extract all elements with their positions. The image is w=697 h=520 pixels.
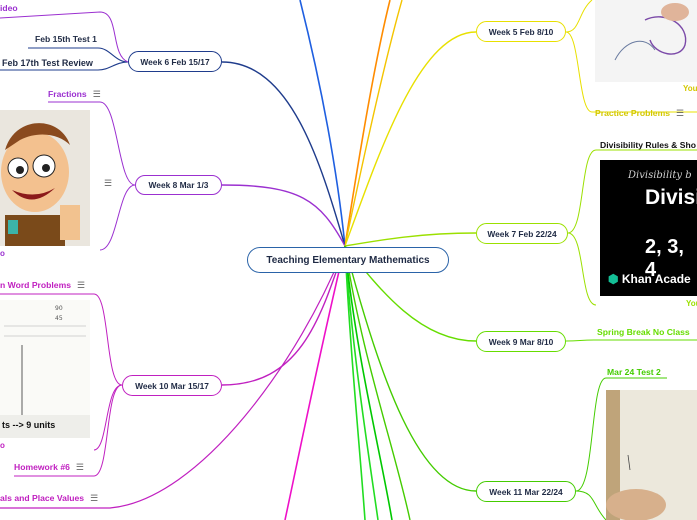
menu-icon[interactable]: ☰: [92, 89, 101, 99]
week10-label: Week 10 Mar 15/17: [135, 380, 209, 391]
menu-icon[interactable]: ☰: [90, 493, 99, 503]
branch-blue: [299, 0, 346, 247]
central-topic-label: Teaching Elementary Mathematics: [266, 254, 430, 266]
branch-green-c: [344, 245, 393, 520]
branch-week5: [344, 31, 477, 247]
central-topic[interactable]: Teaching Elementary Mathematics: [247, 247, 449, 273]
week7-youtube-caption: You: [686, 299, 697, 308]
leaf-practice-problems[interactable]: Practice Problems☰: [595, 108, 685, 118]
paper-photo-icon: [606, 390, 697, 520]
branch-week6: [221, 61, 346, 247]
svg-text:45: 45: [55, 315, 63, 322]
leaf-feb17-review[interactable]: Feb 17th Test Review: [2, 58, 93, 68]
week6-node[interactable]: Week 6 Feb 15/17: [128, 51, 222, 72]
branch-gold: [344, 0, 403, 247]
week11-label: Week 11 Mar 22/24: [489, 486, 563, 497]
khan-subtitle: Divisibility b: [628, 170, 692, 181]
cartoon-character-icon: [0, 110, 90, 246]
leaf-word-problems[interactable]: n Word Problems☰: [0, 280, 86, 290]
week7-label: Week 7 Feb 22/24: [487, 228, 557, 239]
branch-week11: [344, 245, 477, 492]
leaf-homework6[interactable]: Homework #6☰: [14, 462, 84, 472]
word-problems-video-caption: o: [0, 441, 5, 450]
fractions-video-thumbnail[interactable]: [0, 110, 90, 246]
leaf-mar24-test[interactable]: Mar 24 Test 2: [607, 367, 661, 377]
branch-week7: [344, 232, 477, 247]
week6-label: Week 6 Feb 15/17: [140, 56, 210, 67]
week9-node[interactable]: Week 9 Mar 8/10: [476, 331, 566, 352]
leaf-spring-break[interactable]: Spring Break No Class: [597, 327, 690, 337]
menu-icon[interactable]: ☰: [77, 280, 86, 290]
khan-logo-icon: ⬢: [608, 272, 619, 286]
khan-brand: ⬢ Khan Acade: [608, 272, 691, 286]
khan-numbers: 2, 3, 4: [645, 236, 684, 281]
week5-youtube-caption: You: [683, 84, 697, 93]
fractions-video-caption: o: [0, 249, 5, 258]
branch-week8: [221, 184, 346, 247]
week5-node[interactable]: Week 5 Feb 8/10: [476, 21, 566, 42]
svg-text:90: 90: [55, 305, 63, 312]
word-problems-video-thumbnail[interactable]: 90 45 ts --> 9 units: [0, 300, 90, 438]
menu-icon[interactable]: ☰: [676, 108, 685, 118]
leaf-feb15-test[interactable]: Feb 15th Test 1: [35, 34, 97, 44]
branch-green-b: [344, 245, 379, 520]
khan-divisibility-thumbnail[interactable]: Divisibility b Divisi 2, 3, 4 ⬢ Khan Aca…: [600, 160, 697, 296]
khan-title: Divisi: [645, 186, 697, 209]
branch-orange: [344, 0, 391, 247]
week7-node[interactable]: Week 7 Feb 22/24: [476, 223, 568, 244]
branch-magenta: [284, 245, 346, 520]
branch-green-a: [344, 245, 366, 520]
week8-node[interactable]: Week 8 Mar 1/3: [135, 175, 222, 195]
whiteboard-icon: 90 45: [0, 300, 90, 438]
menu-icon[interactable]: ☰: [75, 462, 84, 472]
week5-video-thumbnail[interactable]: [595, 0, 697, 82]
mar24-test-photo[interactable]: [606, 390, 697, 520]
week10-node[interactable]: Week 10 Mar 15/17: [122, 375, 222, 396]
week5-label: Week 5 Feb 8/10: [488, 26, 554, 37]
hand-drawing-icon: [595, 0, 697, 82]
branch-green-d: [344, 245, 411, 520]
menu-icon[interactable]: ☰: [104, 178, 113, 188]
leaf-divisibility[interactable]: Divisibility Rules & Sho: [600, 140, 696, 150]
whiteboard-units-text: ts --> 9 units: [2, 420, 56, 430]
week9-label: Week 9 Mar 8/10: [488, 336, 554, 347]
week8-label: Week 8 Mar 1/3: [148, 180, 209, 190]
leaf-video-top[interactable]: ideo: [0, 3, 18, 13]
week11-node[interactable]: Week 11 Mar 22/24: [476, 481, 576, 502]
leaf-decimals[interactable]: als and Place Values☰: [0, 493, 99, 503]
leaf-fractions[interactable]: Fractions☰: [48, 89, 101, 99]
